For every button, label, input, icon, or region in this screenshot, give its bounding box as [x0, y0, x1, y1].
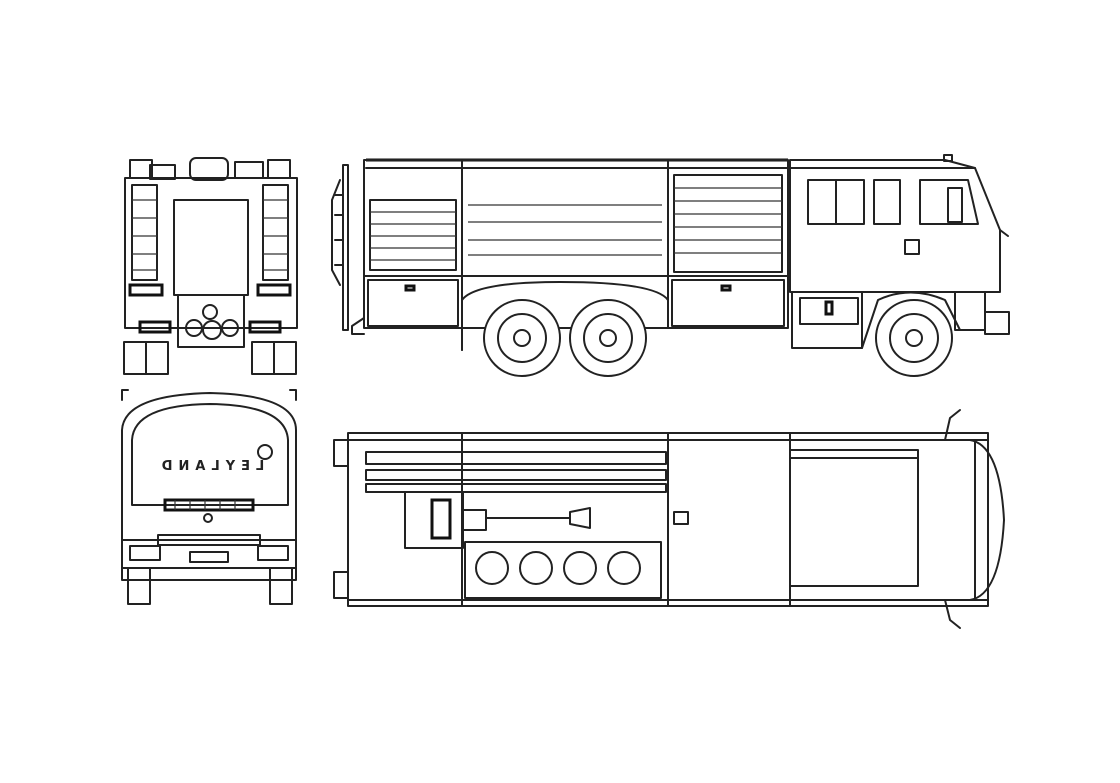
rear-view: [123, 157, 298, 375]
top-view: [333, 409, 1005, 629]
front-view: LEYLAND: [121, 389, 297, 605]
front-badge: LEYLAND: [156, 459, 265, 474]
side-view: [331, 154, 1010, 377]
